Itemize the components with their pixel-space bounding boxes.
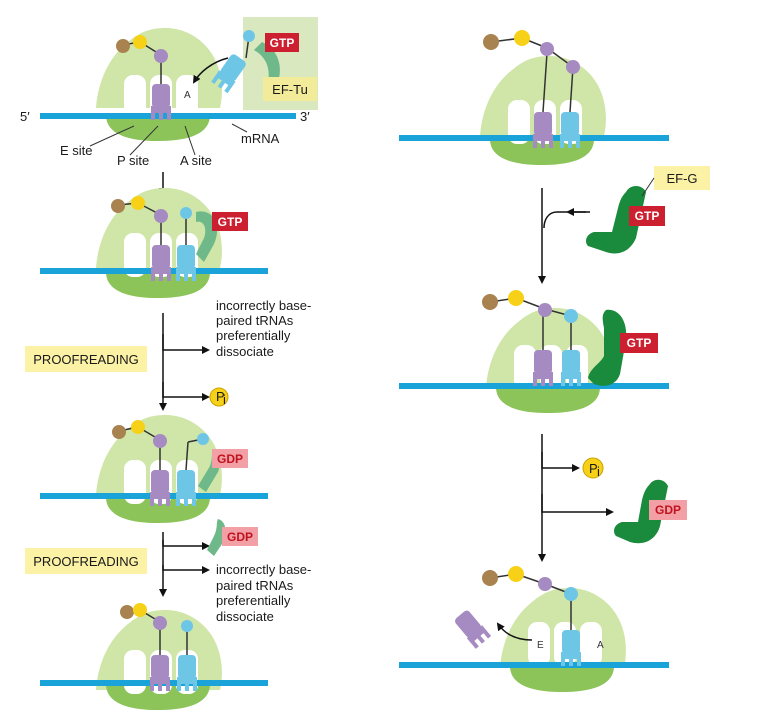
svg-text:incorrectly base-: incorrectly base-	[216, 562, 311, 577]
ef-g-tag	[654, 166, 710, 190]
pi-icon: P i	[209, 387, 229, 407]
stage-right-2: GTP	[399, 290, 669, 413]
ef-tu-label: EF-Tu	[272, 82, 308, 97]
three-prime-label: 3′	[300, 109, 310, 124]
gtp-label: GTP	[635, 209, 660, 223]
ef-tu-tag	[263, 77, 317, 101]
ef-tu-icon	[207, 519, 226, 556]
gtp-label: GTP	[218, 215, 243, 229]
ef-tu-icon	[196, 211, 218, 262]
stage-right-1	[399, 30, 669, 165]
gtp-tag	[265, 33, 299, 52]
ef-g-icon	[588, 309, 627, 386]
svg-text:preferentially: preferentially	[216, 593, 291, 608]
svg-text:P: P	[589, 461, 598, 476]
gdp-tag	[212, 449, 248, 468]
stage-right-3: E A	[399, 566, 669, 692]
trna-icon	[151, 84, 171, 120]
gtp-tag	[212, 212, 248, 231]
gtp-tag	[620, 333, 658, 353]
ef-g-icon	[586, 186, 646, 254]
released-trna-icon	[452, 608, 492, 649]
svg-text:incorrectly base-: incorrectly base-	[216, 298, 311, 313]
mrna-label: mRNA	[241, 131, 280, 146]
stage-left-1: A GTP EF-Tu 5′ 3′ mRNA E site P site A s…	[20, 17, 318, 168]
dissociate-note-2: incorrectly base- paired tRNAs preferent…	[216, 562, 311, 624]
svg-text:P: P	[216, 389, 225, 404]
amino-acid-icon	[133, 35, 147, 49]
svg-text:preferentially: preferentially	[216, 328, 291, 343]
stage-left-3: GDP	[40, 415, 268, 523]
a-site-label: A site	[180, 153, 212, 168]
ef-g-label: EF-G	[666, 171, 697, 186]
ef-g-binding-arrow	[543, 211, 590, 229]
pi-release-arrow	[162, 382, 210, 401]
amino-acid-icon	[116, 39, 130, 53]
gdp-tag	[649, 500, 687, 520]
p-site-label: P site	[117, 153, 149, 168]
svg-text:dissociate: dissociate	[216, 609, 274, 624]
ef-g-icon	[614, 479, 668, 544]
gtp-label: GTP	[270, 36, 295, 50]
dissociate-note-1: incorrectly base- paired tRNAs preferent…	[216, 298, 311, 359]
trna-exit-arrow	[496, 622, 533, 641]
stage-left-4	[40, 603, 268, 710]
proofreading-label: PROOFREADING	[33, 352, 138, 367]
site-a-letter: A	[184, 90, 191, 101]
amino-acid-icon	[154, 49, 168, 63]
svg-text:i: i	[597, 464, 600, 479]
gtp-tag	[629, 206, 665, 226]
dissociate-arrow	[162, 565, 210, 574]
gdp-label: GDP	[655, 503, 681, 517]
pi-release-arrow	[541, 452, 580, 472]
e-site-label: E site	[60, 143, 93, 158]
binding-arrow	[192, 57, 229, 84]
proofreading-badge	[25, 548, 147, 574]
gtp-label: GTP	[627, 336, 652, 350]
site-a-letter: A	[597, 640, 604, 651]
ef-tu-release-arrow	[162, 540, 210, 550]
svg-text:dissociate: dissociate	[216, 344, 274, 359]
dissociate-arrow	[162, 334, 210, 354]
site-e-letter: E	[537, 640, 544, 651]
svg-text:paired tRNAs: paired tRNAs	[216, 313, 294, 328]
gdp-label: GDP	[227, 530, 253, 544]
gdp-tag	[222, 527, 258, 546]
pi-icon: P i	[582, 457, 604, 479]
five-prime-label: 5′	[20, 109, 30, 124]
svg-text:i: i	[223, 392, 226, 407]
gdp-release-arrow	[541, 494, 614, 516]
stage-left-2: GTP	[40, 188, 268, 298]
gdp-label: GDP	[217, 452, 243, 466]
svg-text:paired tRNAs: paired tRNAs	[216, 578, 294, 593]
proofreading-badge	[25, 346, 147, 372]
proofreading-label: PROOFREADING	[33, 554, 138, 569]
amino-acid-icon	[243, 30, 255, 42]
